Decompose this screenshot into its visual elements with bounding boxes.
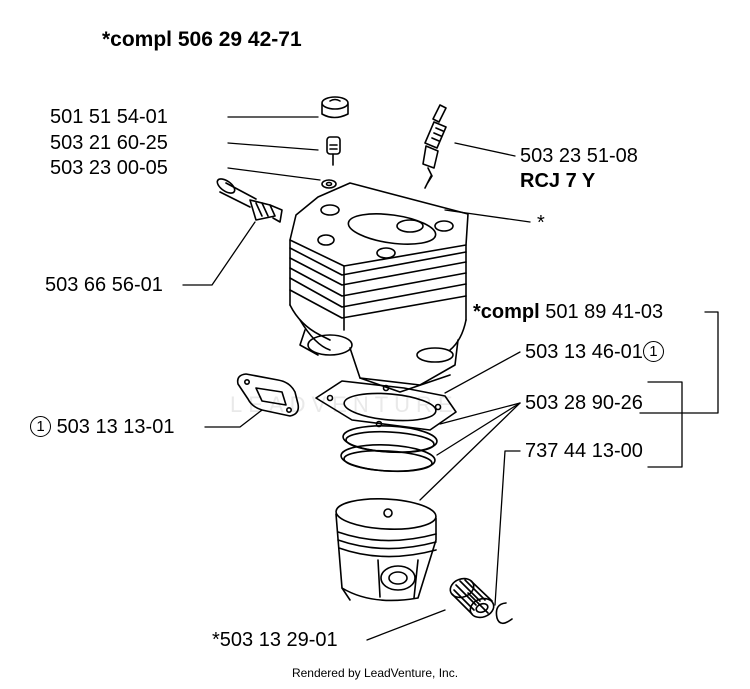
leader-lines — [182, 116, 719, 641]
ref-marker-circle: 1 — [30, 416, 51, 437]
leader-circlip — [494, 450, 521, 606]
ref-marker-circle: 1 — [642, 341, 664, 362]
label-base-gasket-number: 503 13 46-01 — [525, 341, 643, 363]
valve-part — [216, 178, 283, 223]
leader-valve — [182, 221, 256, 286]
label-circlip: 737 44 13-00 — [525, 440, 643, 462]
leader-rings-b — [436, 402, 521, 456]
cylinder-part — [289, 182, 469, 393]
leader-screw — [227, 142, 319, 151]
leader-muffler-gasket — [204, 409, 263, 428]
base-gasket-part — [315, 380, 457, 431]
label-spark-plug: 503 23 51-08 — [520, 145, 638, 167]
leader-base-gasket — [444, 351, 521, 394]
needle-bearing-part — [449, 577, 495, 619]
label-piston-rings: 503 28 90-26 — [525, 392, 643, 414]
leader-rings-a — [439, 402, 521, 425]
leader-bearing — [366, 609, 446, 641]
label-cap: 501 51 54-01 — [50, 106, 168, 128]
spark-plug-part — [422, 104, 447, 189]
label-cylinder: * — [537, 212, 545, 234]
leader-rings-c — [419, 402, 521, 501]
render-credit: Rendered by LeadVenture, Inc. — [291, 666, 459, 680]
label-screw: 503 21 60-25 — [50, 132, 168, 154]
screw-part — [326, 136, 341, 166]
cap-part — [321, 96, 349, 119]
leader-compl-bracket — [639, 311, 719, 414]
washer-part — [321, 179, 337, 189]
label-compl-kit-prefix: *compl — [473, 301, 540, 323]
piston-rings-part — [340, 424, 438, 473]
leader-right-bracket — [647, 381, 683, 468]
label-needle-bearing: *503 13 29-01 — [212, 629, 338, 651]
label-spark-plug-type: RCJ 7 Y — [520, 170, 596, 192]
label-muffler-gasket-number: 503 13 13-01 — [56, 416, 175, 438]
circlip-part — [495, 602, 513, 625]
label-washer: 503 23 00-05 — [50, 157, 168, 179]
leader-spark-plug — [454, 142, 516, 157]
label-muffler-gasket: 1 503 13 13-01 — [30, 416, 174, 438]
assembly-title: *compl 506 29 42-71 — [102, 28, 302, 51]
label-compl-kit-number: 501 89 41-03 — [545, 301, 664, 323]
muffler-gasket-part — [236, 373, 300, 417]
label-valve: 503 66 56-01 — [45, 274, 163, 296]
label-compl-kit: *compl 501 89 41-03 — [473, 301, 663, 323]
leader-washer — [227, 167, 321, 181]
piston-part — [335, 497, 437, 602]
